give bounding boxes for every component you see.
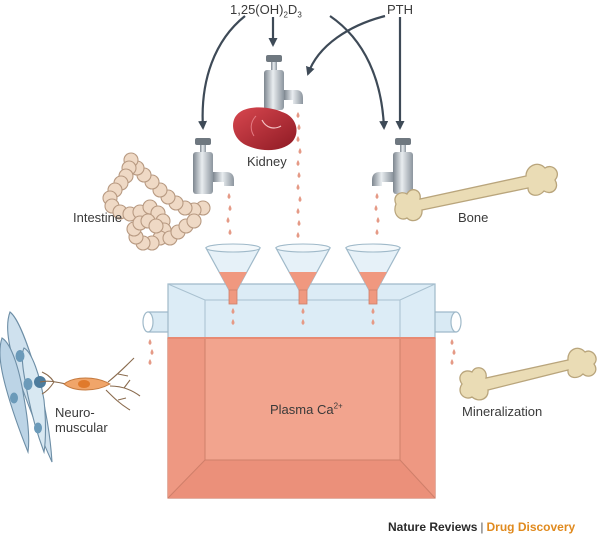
kidney-tap-icon bbox=[264, 55, 303, 110]
pth-label: PTH bbox=[387, 2, 413, 17]
kidney-drop-stream bbox=[296, 112, 302, 238]
arrow-vitd-to-intestine bbox=[198, 15, 246, 130]
regulation-arrows bbox=[198, 14, 405, 130]
nerve-cell-icon bbox=[39, 357, 141, 411]
journal-name: Nature Reviews bbox=[388, 520, 478, 534]
mineralization-bone-icon bbox=[459, 347, 597, 401]
funnel-bone bbox=[344, 243, 402, 325]
arrow-vitd-to-bone bbox=[329, 15, 389, 130]
intestine-tap-icon bbox=[193, 138, 234, 194]
kidney-label: Kidney bbox=[247, 154, 287, 169]
intestine-label: Intestine bbox=[73, 210, 123, 225]
bone-tap-icon bbox=[372, 138, 413, 194]
bone-label: Bone bbox=[458, 210, 489, 225]
funnel-intestine bbox=[204, 243, 262, 325]
credit-separator: | bbox=[480, 520, 484, 534]
bone-drop-stream bbox=[374, 193, 380, 235]
left-pipe-drips bbox=[148, 339, 154, 365]
journal-section: Drug Discovery bbox=[486, 520, 576, 534]
mineralization-label: Mineralization bbox=[462, 404, 543, 419]
arrow-pth-to-kidney bbox=[306, 14, 386, 76]
neuromuscular-label: Neuro-muscular bbox=[55, 405, 108, 435]
muscle-cells-icon bbox=[0, 311, 53, 463]
funnel-kidney bbox=[274, 243, 332, 325]
vitamin-d-label: 1,25(OH)2D3 bbox=[230, 2, 302, 20]
intestine-drop-stream bbox=[226, 193, 232, 235]
kidney-icon bbox=[233, 107, 297, 151]
plasma-calcium-label: Plasma Ca2+ bbox=[270, 401, 343, 417]
bone-icon bbox=[394, 163, 559, 222]
right-pipe-drips bbox=[450, 339, 456, 365]
intestine-icon bbox=[102, 152, 211, 251]
journal-credit: Nature Reviews|Drug Discovery bbox=[388, 520, 575, 534]
plasma-tank bbox=[142, 283, 462, 499]
